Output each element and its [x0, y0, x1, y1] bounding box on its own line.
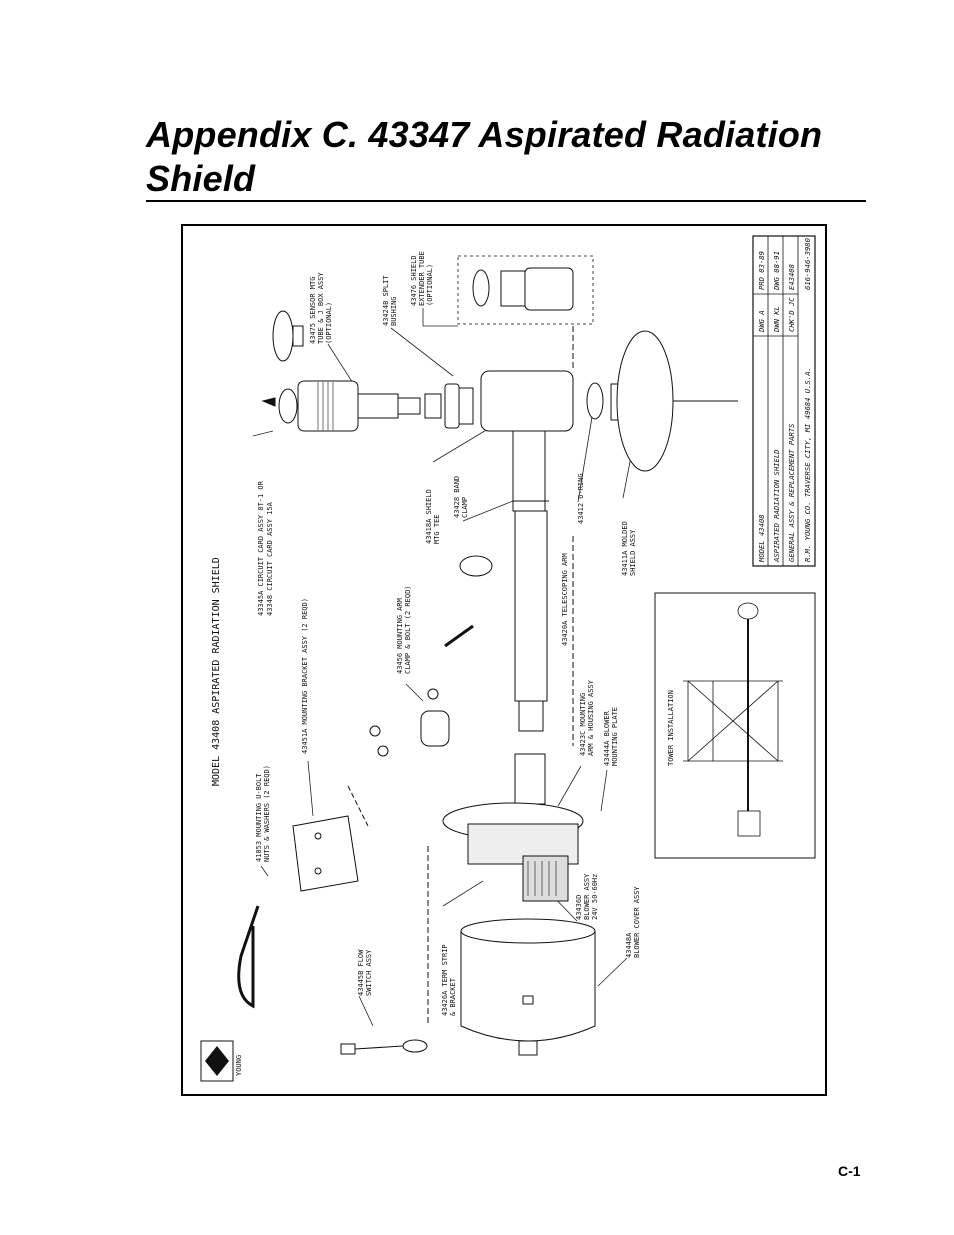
callout-labels: 43345A CIRCUIT CARD ASSY 8T-1 OR 43348 C… — [255, 251, 641, 1016]
flow-switch-part — [340, 1043, 356, 1055]
callout-43423c-2: ARM & HOUSING ASSY — [587, 679, 595, 756]
page-number: C-1 — [838, 1163, 861, 1179]
molded-shield-part — [616, 330, 674, 472]
tee-stem-part — [512, 430, 546, 512]
callout-43475: 43475 SENSOR MTG — [309, 277, 317, 344]
blower-part — [522, 855, 569, 902]
tb-drawing-no: E43408 — [787, 264, 796, 290]
callout-43426a: 43426A TERM STRIP — [441, 944, 449, 1016]
callout-43428-2: CLAMP — [461, 497, 469, 518]
callout-41053: 41053 MOUNTING U-BOLT — [255, 773, 263, 862]
callout-43411a-2: SHIELD ASSY — [629, 529, 637, 576]
callout-43418a-2: MTG TEE — [433, 514, 441, 544]
sensor-stack — [261, 310, 738, 512]
blower-cover-part — [460, 930, 596, 1042]
callout-43436d: 43436D — [575, 895, 583, 920]
callout-43444a-2: MOUNTING PLATE — [611, 707, 619, 766]
band-clamp-part — [459, 555, 493, 577]
logo-icon — [205, 1046, 229, 1076]
title-block: MODEL 43408 DWG A PRD 03-89 ASPIRATED RA… — [752, 235, 816, 567]
title-rule — [146, 200, 866, 202]
young-logo: YOUNG — [200, 1040, 243, 1082]
tb-dwg: DWG A — [757, 310, 766, 333]
inset-label: TOWER INSTALLATION — [667, 690, 675, 766]
extender-tube-group — [457, 255, 594, 371]
callout-43456-2: CLAMP & BOLT (2 REQD) — [404, 585, 412, 674]
tb-dwg-date: DWG 08-91 — [772, 251, 781, 291]
tb-subtitle: GENERAL ASSY & REPLACEMENT PARTS — [787, 423, 796, 562]
blower-housing-group — [340, 536, 596, 1056]
callout-43476: 43476 SHIELD — [410, 255, 418, 306]
callout-43412: 43412 O-RING — [577, 473, 585, 524]
callout-43448a-2: BLOWER COVER ASSY — [633, 886, 641, 958]
callout-43428: 43428 BAND — [453, 476, 461, 518]
tb-phone: 616-946-3980 — [803, 238, 812, 290]
tb-title: ASPIRATED RADIATION SHIELD — [772, 449, 781, 563]
tb-company: R.M. YOUNG CO. TRAVERSE CITY, MI 49684 U… — [803, 367, 812, 562]
callout-43424b: 43424B SPLIT — [382, 275, 390, 326]
split-bushing-part — [424, 393, 442, 419]
probe-tip-part — [278, 388, 298, 424]
tb-prd: PRD 03-89 — [757, 251, 766, 290]
exploded-assembly-drawing: MODEL 43408 ASPIRATED RADIATION SHIELD 4… — [181, 224, 827, 1096]
callout-43475-2: TUBE & J BOX ASSY — [317, 272, 325, 344]
callout-43445b: 43445B FLOW — [357, 949, 365, 996]
callout-43420a: 43420A TELESCOPING ARM — [561, 553, 569, 646]
callout-43436d-3: 24V 50-60Hz — [591, 874, 599, 920]
callout-43451a: 43451A MOUNTING BRACKET ASSY (2 REQD) — [301, 598, 309, 754]
mounting-bracket-part — [292, 815, 359, 892]
callout-43348: 43348 CIRCUIT CARD ASSY 15A — [266, 501, 274, 616]
shield-mtg-tee-part — [480, 370, 574, 432]
tb-model: MODEL 43408 — [757, 514, 766, 563]
callout-43444a: 43444A BLOWER — [603, 710, 611, 766]
callout-43456: 43456 MOUNTING ARM — [396, 598, 404, 674]
callout-43436d-2: BLOWER ASSY — [583, 873, 591, 920]
callout-43476-2: EXTENDER TUBE — [418, 251, 426, 306]
o-ring-part — [586, 382, 604, 420]
tb-dwn: DWN KL — [772, 306, 781, 333]
u-bolt-part — [237, 905, 260, 1009]
callout-43445b-2: SWITCH ASSY — [365, 949, 373, 996]
telescoping-arm — [513, 500, 549, 732]
page-title: Appendix C. 43347 Aspirated Radiation Sh… — [146, 114, 823, 199]
logo-text: YOUNG — [235, 1055, 243, 1076]
arm-clamp-part — [420, 710, 450, 747]
callout-43424b-2: BUSHING — [390, 296, 398, 326]
cap-part — [272, 310, 294, 362]
mounting-bracket-group — [237, 555, 493, 1009]
tower-installation-inset: TOWER INSTALLATION — [654, 592, 816, 859]
callout-43476-3: (OPTIONAL) — [426, 264, 434, 306]
model-heading: MODEL 43408 ASPIRATED RADIATION SHIELD — [211, 557, 222, 786]
callout-43345a: 43345A CIRCUIT CARD ASSY 8T-1 OR — [257, 480, 265, 616]
leader-lines — [252, 308, 636, 1027]
callout-43426a-2: & BRACKET — [449, 977, 457, 1016]
callout-43475-3: (OPTIONAL) — [325, 302, 333, 344]
callout-43448a: 43448A — [625, 932, 633, 958]
callout-41053-2: NUTS & WASHERS (2 REQD) — [263, 765, 271, 862]
tb-chkd: CHK'D JC — [787, 297, 796, 332]
callout-43411a: 43411A MOLDED — [621, 521, 629, 576]
drawing-canvas: MODEL 43408 ASPIRATED RADIATION SHIELD 4… — [200, 235, 816, 1082]
callout-43418a: 43418A SHIELD — [425, 489, 433, 544]
callout-43423c: 43423C MOUNTING — [579, 693, 587, 756]
model-heading-text: MODEL 43408 ASPIRATED RADIATION SHIELD — [211, 557, 222, 786]
